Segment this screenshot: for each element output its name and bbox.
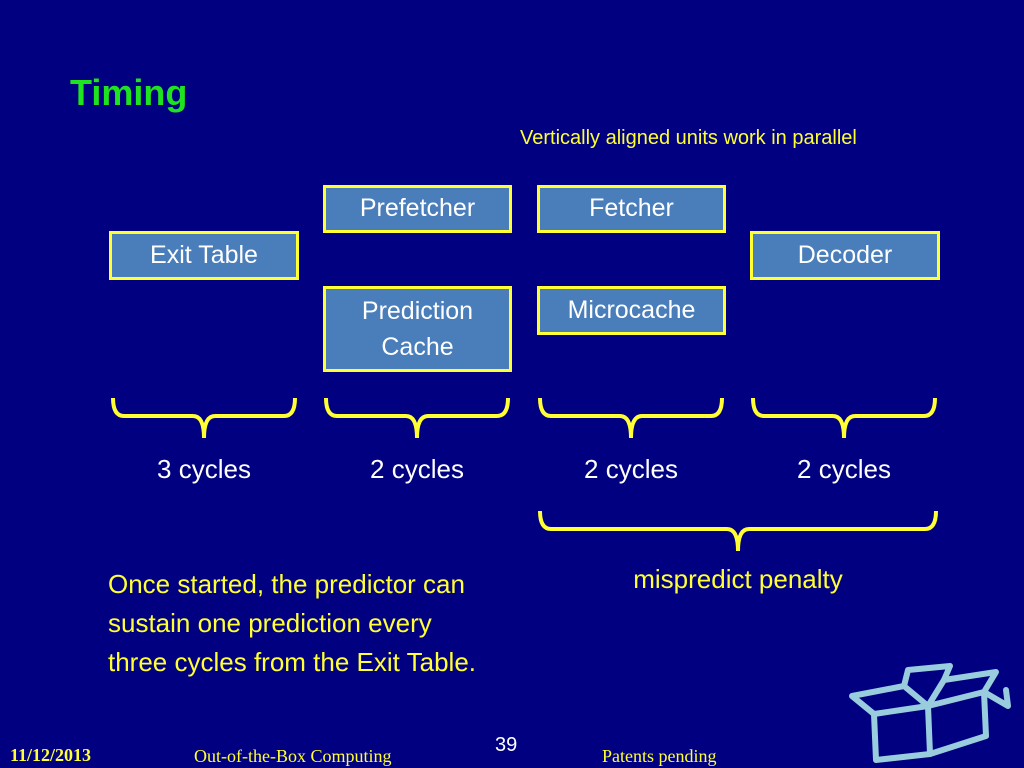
stage4-cycles: 2 cycles	[797, 454, 891, 484]
decoder-label: Decoder	[797, 240, 893, 269]
prefetcher-label: Prefetcher	[359, 194, 476, 223]
prediction-cache-box: Prediction Cache	[323, 286, 512, 372]
stage1-cycles: 3 cycles	[157, 454, 251, 484]
description-line: Once started, the predictor can	[108, 569, 465, 599]
description-line: three cycles from the Exit Table.	[108, 647, 477, 677]
prefetcher-box: Prefetcher	[323, 185, 512, 233]
microcache-box: Microcache	[537, 286, 726, 335]
exit-table-label: Exit Table	[150, 240, 258, 269]
stage2-brace	[324, 397, 510, 439]
stage1-brace	[111, 397, 297, 439]
stage3-cycles: 2 cycles	[584, 454, 678, 484]
box-logo-icon	[849, 663, 1011, 763]
prediction-cache-label-line1: Prediction	[361, 296, 474, 325]
footer-company: Out-of-the-Box Computing	[194, 746, 392, 766]
footer-patents: Patents pending	[602, 746, 717, 766]
stage3-brace	[538, 397, 724, 439]
mispredict-brace	[538, 510, 938, 552]
mispredict-penalty-label: mispredict penalty	[633, 564, 843, 594]
footer-date: 11/12/2013	[10, 745, 92, 765]
prediction-cache-label-line2: Cache	[381, 333, 454, 361]
microcache-label: Microcache	[567, 295, 696, 324]
decoder-box: Decoder	[750, 231, 940, 280]
fetcher-label: Fetcher	[589, 194, 674, 223]
parallel-note: Vertically aligned units work in paralle…	[520, 127, 857, 149]
stage4-brace	[751, 397, 937, 439]
exit-table-box: Exit Table	[109, 231, 299, 280]
stage2-cycles: 2 cycles	[370, 454, 464, 484]
page-number: 39	[495, 734, 518, 756]
description-line: sustain one prediction every	[108, 608, 432, 638]
page-title: Timing	[70, 72, 188, 113]
fetcher-box: Fetcher	[537, 185, 726, 233]
predictor-description: Once started, the predictor can sustain …	[108, 565, 568, 682]
